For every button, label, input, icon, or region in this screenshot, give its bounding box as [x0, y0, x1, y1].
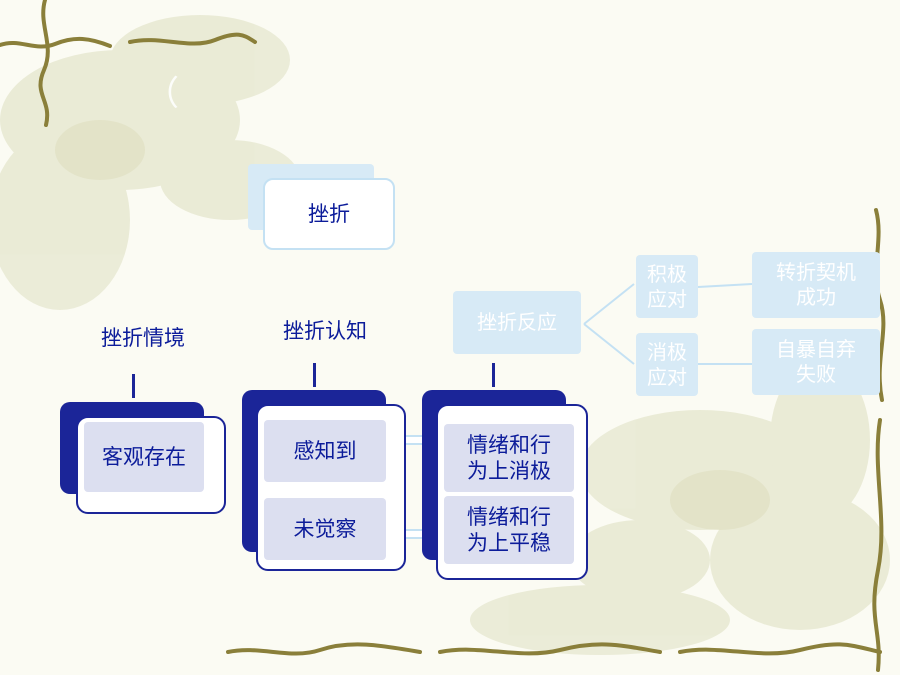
- reaction-root: 挫折反应: [453, 291, 581, 354]
- situation-heading: 挫折情境: [101, 326, 185, 350]
- response-item1-line1: 情绪和行: [467, 433, 551, 457]
- reaction-positive: 积极 应对: [636, 255, 698, 318]
- reaction-positive-line2: 应对: [647, 286, 687, 311]
- reaction-positive-line1: 积极: [647, 261, 687, 286]
- cognition-item-unnoticed: 未觉察: [264, 498, 386, 560]
- cognition-heading: 挫折认知: [283, 319, 367, 343]
- reaction-root-text: 挫折反应: [477, 310, 557, 334]
- reaction-negative-line1: 消极: [647, 339, 687, 364]
- title-text: 挫折: [308, 202, 350, 226]
- reaction-positive-result-line2: 成功: [796, 285, 836, 309]
- situation-connector: [132, 374, 135, 398]
- svg-text:（: （: [145, 74, 179, 114]
- cognition-connector: [313, 363, 316, 387]
- response-item-negative: 情绪和行 为上消极: [444, 424, 574, 492]
- cognition-item-perceived: 感知到: [264, 420, 386, 482]
- title-box: 挫折: [263, 178, 395, 250]
- response-connector: [492, 363, 495, 387]
- situation-inner: 客观存在: [84, 422, 204, 492]
- reaction-negative-result-line2: 失败: [796, 362, 836, 386]
- response-item-stable: 情绪和行 为上平稳: [444, 496, 574, 564]
- response-item1-line2: 为上消极: [467, 459, 551, 483]
- reaction-positive-result-line1: 转折契机: [776, 260, 856, 284]
- response-item2-line2: 为上平稳: [467, 531, 551, 555]
- situation-content: 客观存在: [102, 445, 186, 469]
- reaction-negative-line2: 应对: [647, 364, 687, 389]
- reaction-negative-result: 自暴自弃 失败: [752, 329, 880, 395]
- reaction-positive-result: 转折契机 成功: [752, 252, 880, 318]
- response-item2-line1: 情绪和行: [467, 505, 551, 529]
- cognition-item1-text: 感知到: [293, 439, 357, 463]
- reaction-negative: 消极 应对: [636, 333, 698, 396]
- reaction-negative-result-line1: 自暴自弃: [776, 337, 856, 361]
- cognition-item2-text: 未觉察: [293, 517, 357, 541]
